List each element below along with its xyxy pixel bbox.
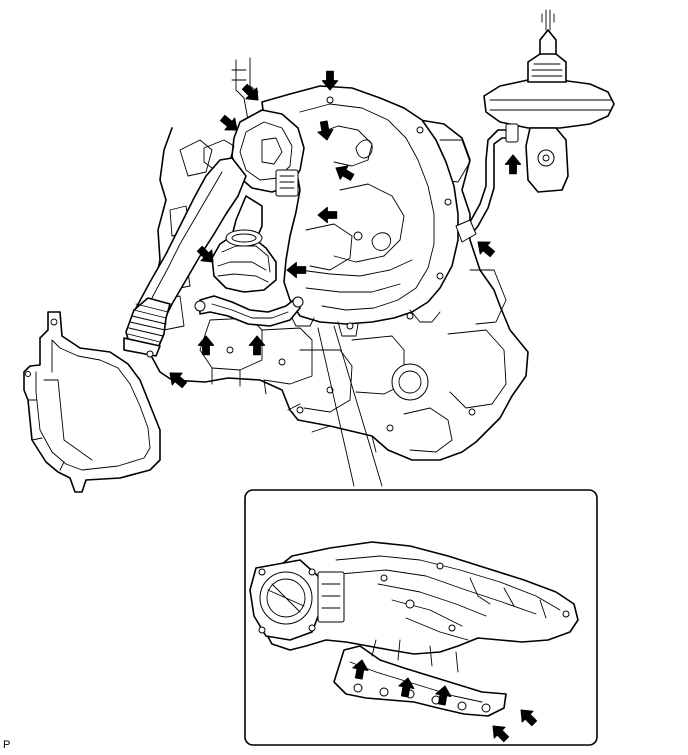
detail-arrow-bolt-1 [352,659,369,680]
pcv-hose [194,295,304,327]
detail-inset [244,489,598,746]
detail-manifold-flange [333,639,507,717]
detail-arrow-bolt-2 [398,677,415,698]
detail-intake-manifold [261,541,579,655]
intake-manifold [261,85,459,337]
detail-throttle-body [249,559,345,641]
detail-arrow-bolt-3 [435,685,452,706]
throttle-body [203,109,305,197]
arrow-intake-top [321,70,339,91]
vacuum-hose [455,123,519,243]
arrow-center-upper [317,120,334,141]
air-cleaner-housing [23,311,161,493]
arrow-vacuum-hose-clamp [504,154,522,175]
arrow-air-cleaner-clamp [169,372,188,389]
main-arrows [169,70,522,389]
arrow-manifold-connector [286,261,307,279]
brake-booster [483,9,615,193]
arrow-throttle-left [219,114,238,131]
detail-arrow-bolt-4 [520,709,538,727]
reference-code: P [3,739,11,751]
arrow-throttle-upper [241,83,259,101]
arrow-pcv-hose-left [197,335,215,356]
detail-arrows [352,659,538,743]
air-duct-elbow [211,195,277,293]
arrow-vacuum-hose-lower [477,241,496,258]
leader-line [317,325,383,487]
arrow-bracket-center [317,206,338,224]
detail-arrow-bolt-5 [492,725,510,743]
arrow-center-lower [335,165,355,181]
arrow-throttle-connector [196,245,214,263]
arrow-pcv-hose-right [248,335,266,356]
air-intake-hose [123,157,247,358]
